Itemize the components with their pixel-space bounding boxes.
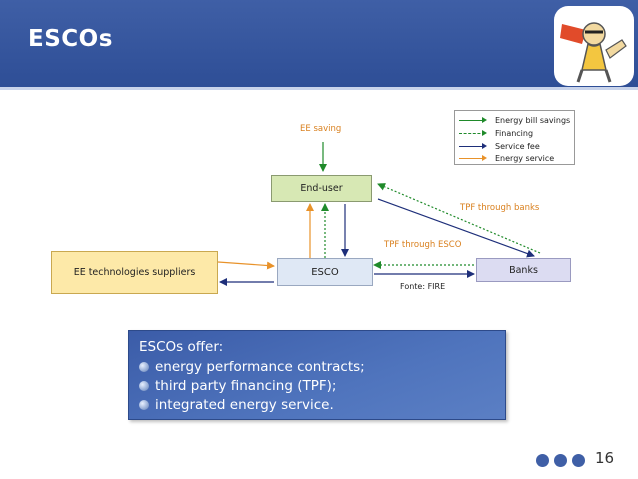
- suppliers-node: EE technologies suppliers: [51, 251, 218, 294]
- bullet-icon: [139, 399, 149, 410]
- legend-item-energy-service: Energy service: [459, 152, 554, 164]
- offer-title: ESCOs offer:: [139, 339, 224, 355]
- supplier-energy-service-arrow: [217, 261, 275, 270]
- legend-label: Energy bill savings: [495, 115, 571, 125]
- banks-node: Banks: [476, 258, 571, 282]
- bullet-icon: [139, 380, 149, 391]
- legend-item-service-fee: Service fee: [459, 140, 540, 152]
- page-number: 16: [595, 449, 615, 467]
- offer-item: integrated energy service.: [139, 395, 495, 414]
- offer-item-text: integrated energy service.: [155, 396, 334, 413]
- legend-label: Service fee: [495, 141, 540, 151]
- legend-item-energy-bill-savings: Energy bill savings: [459, 114, 570, 126]
- superhero-mascot-icon: [554, 6, 634, 86]
- tpf-banks-label: TPF through banks: [460, 203, 540, 213]
- legend-swatch: [459, 129, 487, 136]
- source-label: Fonte: FIRE: [400, 282, 446, 291]
- legend-label: Financing: [495, 128, 534, 138]
- legend-swatch: [459, 154, 487, 161]
- offer-item-text: third party financing (TPF);: [155, 377, 337, 394]
- tpf-banks-fee-arrow: [377, 198, 535, 258]
- footer-dot: [572, 454, 585, 467]
- offer-item-text: energy performance contracts;: [155, 358, 365, 375]
- legend: Energy bill savings Financing Service fe…: [454, 110, 575, 165]
- legend-swatch: [459, 142, 487, 149]
- end-user-node: End-user: [271, 175, 372, 202]
- footer-dots: [536, 454, 590, 467]
- ee-saving-label: EE saving: [300, 124, 342, 134]
- footer-dot: [536, 454, 549, 467]
- footer-dot: [554, 454, 567, 467]
- legend-label: Energy service: [495, 153, 555, 163]
- escos-offer-box: ESCOs offer: energy performance contract…: [128, 330, 506, 420]
- offer-item: energy performance contracts;: [139, 357, 495, 376]
- bullet-icon: [139, 361, 149, 372]
- tpf-esco-label: TPF through ESCO: [384, 240, 462, 250]
- tpf-banks-financing-arrow: [377, 183, 541, 254]
- slide-title: ESCOs: [28, 26, 113, 52]
- offer-item: third party financing (TPF);: [139, 376, 495, 395]
- esco-node: ESCO: [277, 258, 373, 286]
- slide-header: ESCOs: [0, 0, 638, 90]
- legend-swatch: [459, 116, 487, 123]
- legend-item-financing: Financing: [459, 127, 533, 139]
